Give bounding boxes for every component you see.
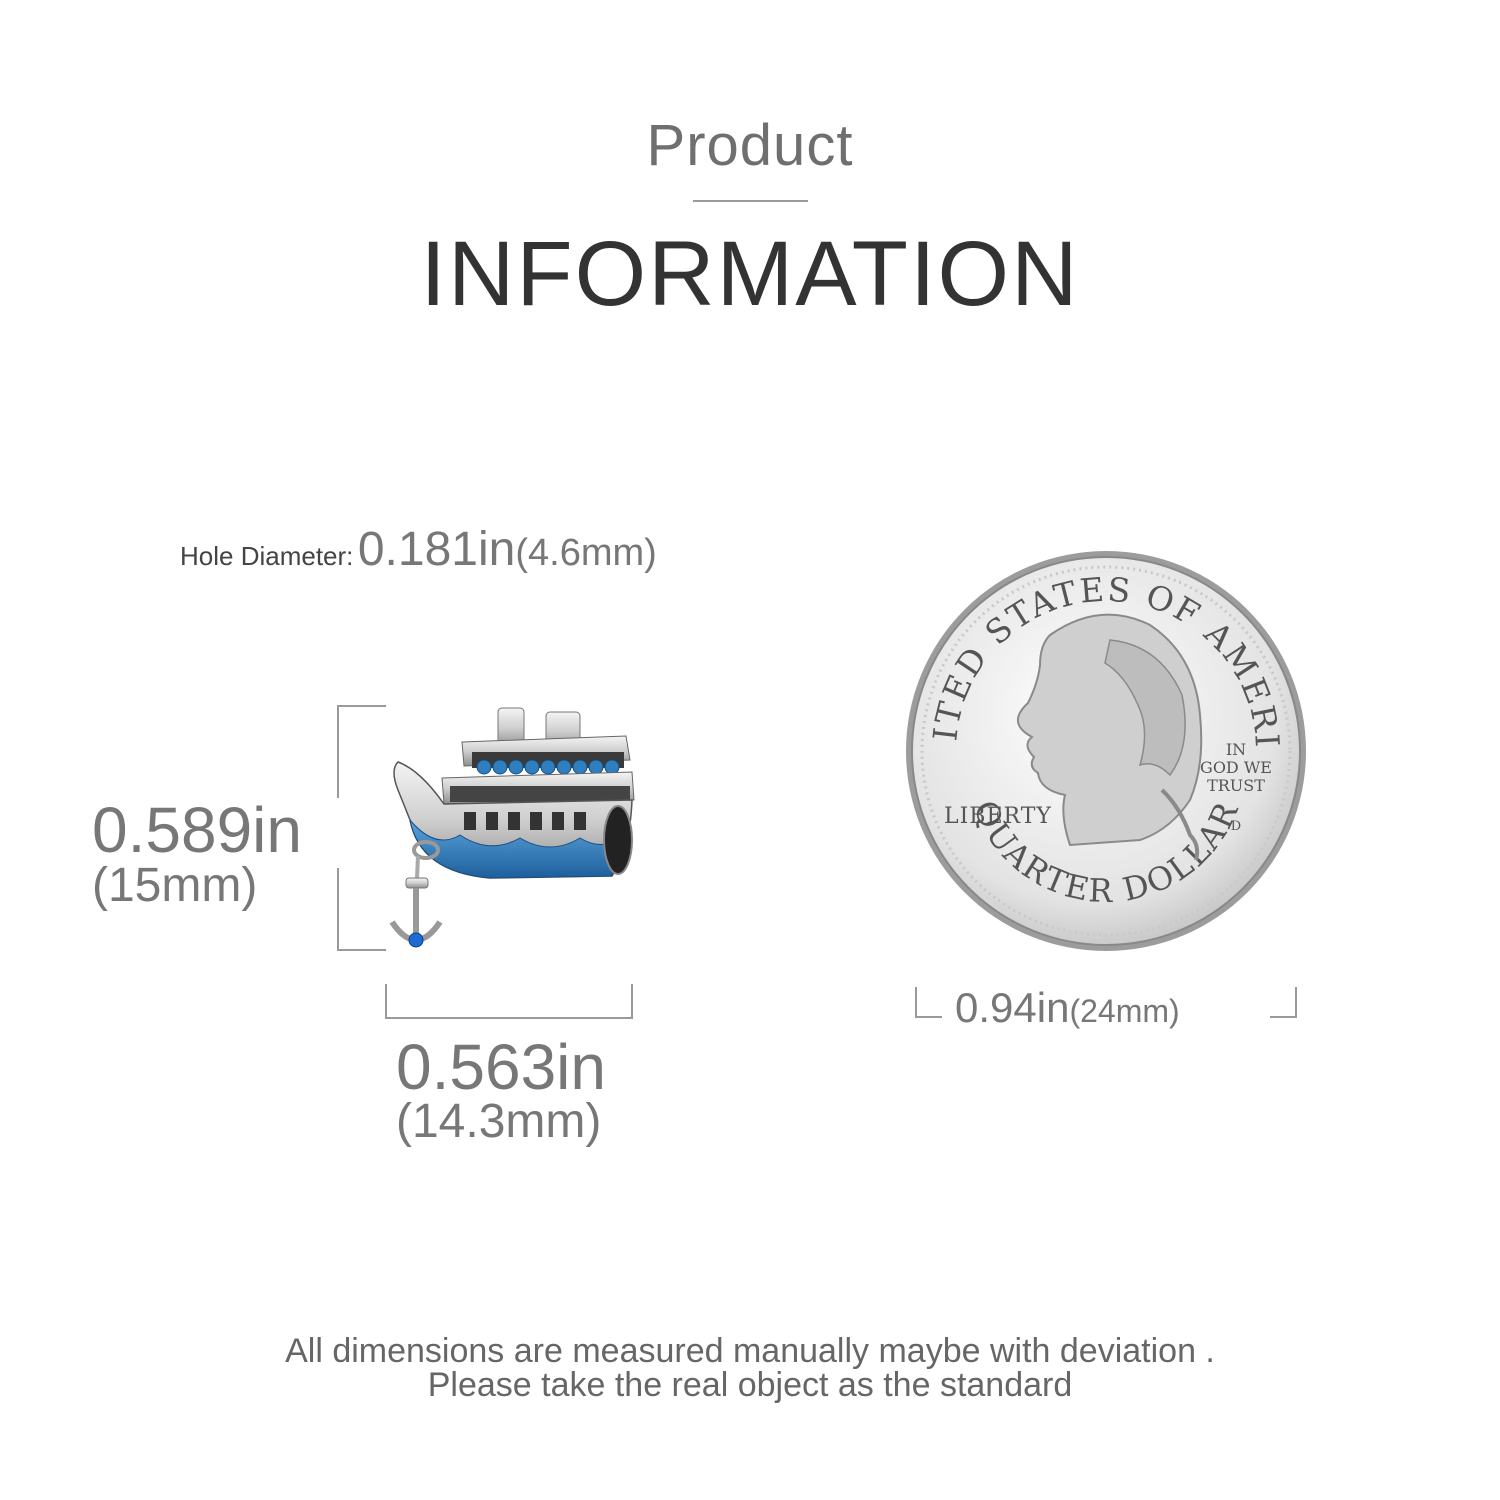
- quarter-coin-icon: UNITED STATES OF AMERICA QUARTER DOLLAR …: [885, 514, 1306, 951]
- width-bracket: [385, 984, 633, 1019]
- hole-diameter-inches: 0.181in: [357, 523, 516, 576]
- width-inches: 0.563in: [396, 1031, 606, 1103]
- coin-diameter-row: 0.94in(24mm): [955, 984, 1180, 1032]
- hole-diameter-label: Hole Diameter:: [180, 541, 354, 571]
- coin-liberty: LIBERTY: [944, 804, 1052, 829]
- height-bracket: [337, 705, 386, 951]
- page-title: INFORMATION: [420, 223, 1080, 325]
- coin-width-bracket: [915, 987, 1297, 1018]
- height-inches: 0.589in: [92, 794, 302, 866]
- width-mm: (14.3mm): [396, 1095, 602, 1148]
- coin-diameter-inches: 0.94in: [955, 984, 1070, 1031]
- disclaimer-line-1: All dimensions are measured manually may…: [285, 1332, 1215, 1370]
- ship-charm-icon: [389, 707, 635, 948]
- coin-motto-1: IN: [1226, 740, 1246, 759]
- disclaimer-line-2: Please take the real object as the stand…: [427, 1366, 1073, 1404]
- coin-motto-2: GOD WE: [1200, 758, 1272, 777]
- height-mm: (15mm): [92, 859, 258, 912]
- header-subtitle: Product: [646, 113, 854, 178]
- hole-diameter-mm: (4.6mm): [515, 532, 657, 574]
- header-divider: [693, 200, 808, 202]
- coin-motto-3: TRUST: [1207, 776, 1265, 795]
- hole-diameter-row: Hole Diameter: 0.181in(4.6mm): [180, 522, 657, 577]
- coin-diameter-mm: (24mm): [1069, 993, 1180, 1029]
- coin-mint-mark: D: [1231, 819, 1241, 834]
